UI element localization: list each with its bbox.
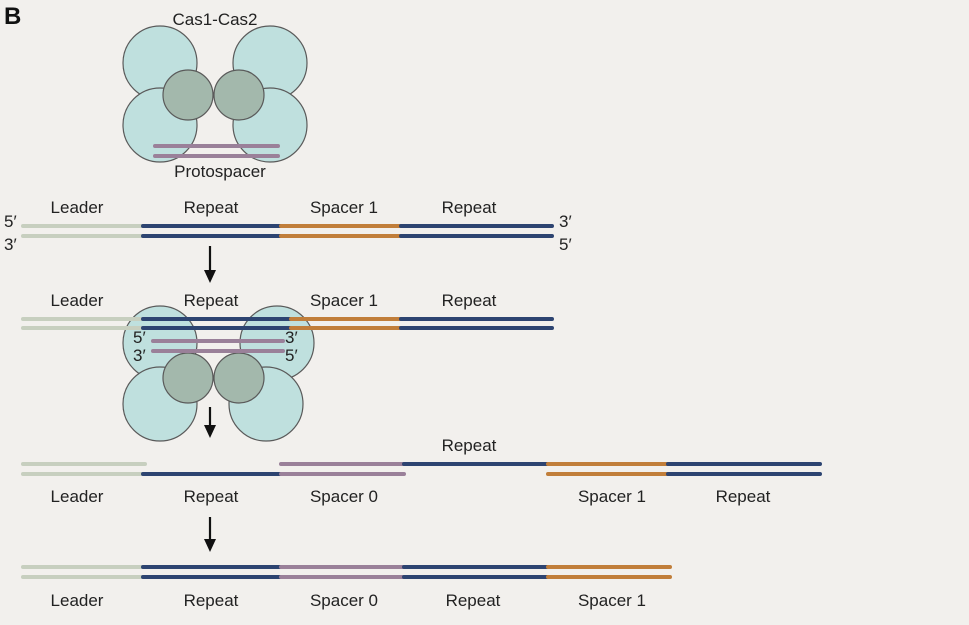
row1-leader-label: Leader	[51, 198, 104, 217]
row3-dna	[21, 462, 822, 476]
row1-3prime-right: 3′	[559, 212, 572, 231]
row2-leader-label: Leader	[51, 291, 104, 310]
row2-proto-5prime: 5′	[133, 328, 146, 347]
row4-dna	[21, 565, 672, 579]
row2-labels: Leader Repeat Spacer 1 Repeat	[51, 291, 497, 310]
row2-proto-5prime-right: 5′	[285, 346, 298, 365]
cas1-cas2-complex	[122, 25, 308, 163]
protospacer-label: Protospacer	[174, 162, 266, 181]
row4-repeat-label: Repeat	[184, 591, 239, 610]
down-arrow-icon	[204, 517, 216, 552]
cas2-subunit	[213, 69, 265, 121]
row3-repeat-label: Repeat	[184, 487, 239, 506]
cas2-subunit	[162, 69, 214, 121]
row1-labels: Leader Repeat Spacer 1 Repeat	[51, 198, 497, 217]
row1-repeat-label: Repeat	[184, 198, 239, 217]
row3-spacer0-label: Spacer 0	[310, 487, 378, 506]
row1-dna	[21, 224, 554, 238]
row3-leader-label: Leader	[51, 487, 104, 506]
cas2-subunit	[213, 352, 265, 404]
row3-repeat2-label: Repeat	[716, 487, 771, 506]
row2-complex	[122, 305, 315, 442]
row2-dna	[21, 317, 554, 330]
row1-spacer1-label: Spacer 1	[310, 198, 378, 217]
row1-5prime-right: 5′	[559, 235, 572, 254]
row2-proto-3prime-right: 3′	[285, 328, 298, 347]
row2-protospacer	[151, 339, 285, 353]
row1-3prime-left: 3′	[4, 235, 17, 254]
row4-repeat2-label: Repeat	[446, 591, 501, 610]
row1-5prime-left: 5′	[4, 212, 17, 231]
row2-repeat-label-2: Repeat	[442, 291, 497, 310]
row2-spacer1-label: Spacer 1	[310, 291, 378, 310]
complex-label: Cas1-Cas2	[172, 10, 257, 29]
row4-labels: Leader Repeat Spacer 0 Repeat Spacer 1	[51, 591, 646, 610]
row3-labels: Leader Repeat Spacer 0 Spacer 1 Repeat	[51, 487, 771, 506]
row4-spacer0-label: Spacer 0	[310, 591, 378, 610]
row3-spacer1-label: Spacer 1	[578, 487, 646, 506]
down-arrow-icon	[204, 407, 216, 438]
row4-leader-label: Leader	[51, 591, 104, 610]
row2-proto-3prime: 3′	[133, 346, 146, 365]
row1-repeat-label-2: Repeat	[442, 198, 497, 217]
protospacer-dna	[153, 144, 280, 158]
row2-repeat-label: Repeat	[184, 291, 239, 310]
down-arrow-icon	[204, 246, 216, 283]
row3-top-repeat-label: Repeat	[442, 436, 497, 455]
row4-spacer1-label: Spacer 1	[578, 591, 646, 610]
cas2-subunit	[162, 352, 214, 404]
panel-label: B	[4, 3, 21, 30]
